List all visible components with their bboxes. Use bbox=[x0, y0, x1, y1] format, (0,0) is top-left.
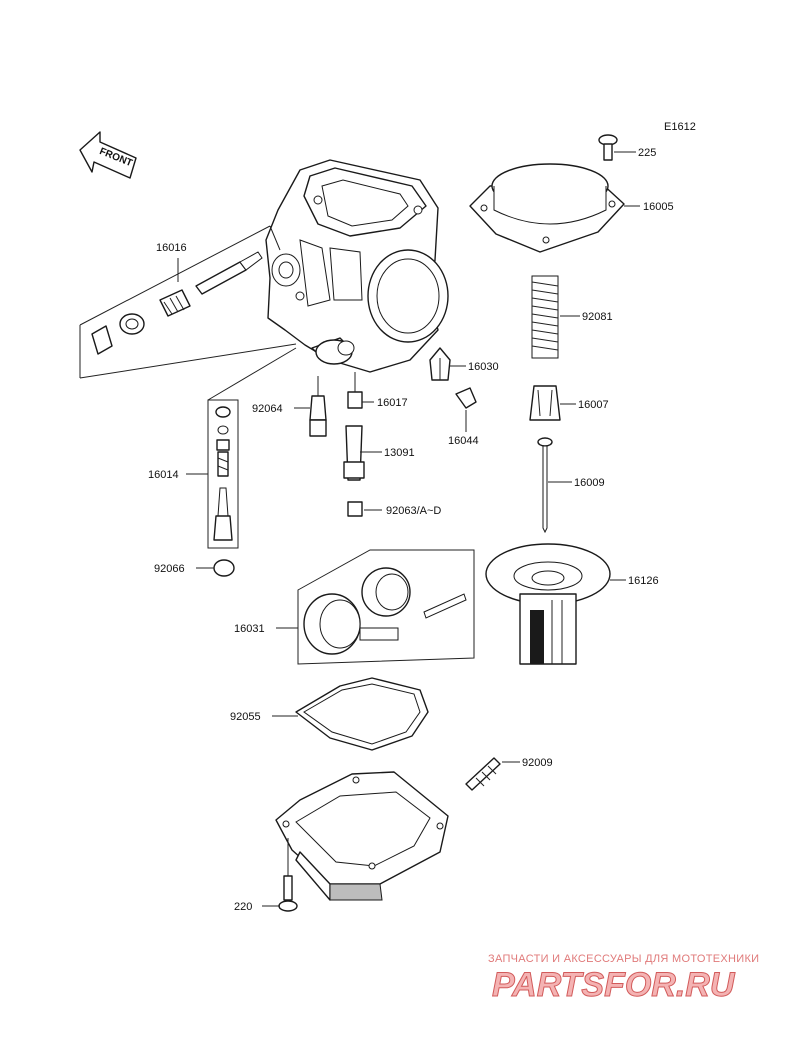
part-label-13091: 13091 bbox=[384, 447, 415, 459]
spring-92081: 92081 bbox=[531, 275, 613, 359]
part-label-16014: 16014 bbox=[148, 469, 179, 481]
diagram-code: E1612 bbox=[664, 121, 696, 133]
front-arrow-icon: FRONT bbox=[79, 131, 137, 179]
needle-holder-16007: 16007 bbox=[529, 385, 609, 421]
jet-92064: 92064 bbox=[252, 376, 327, 437]
cap-92066: 92066 bbox=[154, 559, 235, 577]
part-label-16044: 16044 bbox=[448, 435, 479, 447]
diaphragm-16126: 16126 bbox=[485, 543, 659, 665]
drain-screw-92009: 92009 bbox=[465, 757, 553, 791]
watermark: ЗАПЧАСТИ И АКСЕССУАРЫ ДЛЯ МОТОТЕХНИКИ PA… bbox=[488, 953, 759, 1005]
part-label-16005: 16005 bbox=[643, 201, 674, 213]
part-label-92055: 92055 bbox=[230, 711, 261, 723]
part-label-92064: 92064 bbox=[252, 403, 283, 415]
gasket-92055: 92055 bbox=[230, 677, 429, 751]
part-label-16016: 16016 bbox=[156, 242, 187, 254]
float-valve-16030: 16030 bbox=[429, 347, 499, 381]
jet-needle-16009: 16009 bbox=[537, 437, 605, 534]
cover-16005: 16005 bbox=[469, 163, 674, 253]
watermark-brand: PARTSFOR.RU bbox=[492, 966, 736, 1004]
part-label-16007: 16007 bbox=[578, 399, 609, 411]
carburetor-body bbox=[265, 159, 449, 373]
float-bowl bbox=[275, 771, 449, 901]
watermark-tagline: ЗАПЧАСТИ И АКСЕССУАРЫ ДЛЯ МОТОТЕХНИКИ bbox=[488, 953, 759, 965]
part-label-16126: 16126 bbox=[628, 575, 659, 587]
part-label-92063: 92063/A~D bbox=[386, 505, 441, 517]
part-label-92009: 92009 bbox=[522, 757, 553, 769]
part-label-16030: 16030 bbox=[468, 361, 499, 373]
main-jet-92063: 92063/A~D bbox=[347, 501, 441, 517]
part-label-16017: 16017 bbox=[377, 397, 408, 409]
screw-220: 220 bbox=[234, 838, 298, 913]
clip-16044: 16044 bbox=[448, 387, 479, 447]
needle-jet-assembly: 16014 bbox=[148, 347, 297, 549]
needle-jet-13091: 13091 bbox=[343, 425, 415, 481]
part-label-16031: 16031 bbox=[234, 623, 265, 635]
float-assembly-16031: 16031 bbox=[234, 549, 475, 665]
jet-holder-16017: 16017 bbox=[347, 372, 408, 409]
part-label-220: 220 bbox=[234, 901, 252, 913]
part-label-92081: 92081 bbox=[582, 311, 613, 323]
part-label-16009: 16009 bbox=[574, 477, 605, 489]
part-label-225: 225 bbox=[638, 147, 656, 159]
screw-225: 225 bbox=[598, 134, 656, 161]
pilot-screw-assembly: 16016 bbox=[79, 225, 297, 379]
part-label-92066: 92066 bbox=[154, 563, 185, 575]
